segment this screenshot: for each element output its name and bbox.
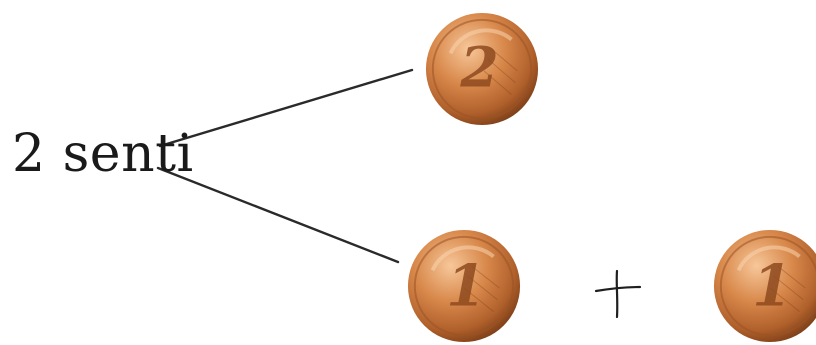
coin-value-1-left: 1 <box>446 253 486 320</box>
two-cent-coin-icon: 2 <box>423 10 541 128</box>
connector-line-top <box>160 70 412 146</box>
coin-value-2: 2 <box>459 35 498 100</box>
coin-value-1-right: 1 <box>752 253 792 320</box>
plus-sign-icon <box>590 265 646 321</box>
one-cent-coin-icon: 1 <box>711 227 816 345</box>
amount-label: 2 senti <box>12 124 194 184</box>
connector-line-bottom <box>158 168 398 262</box>
one-cent-coin-icon: 1 <box>405 227 523 345</box>
